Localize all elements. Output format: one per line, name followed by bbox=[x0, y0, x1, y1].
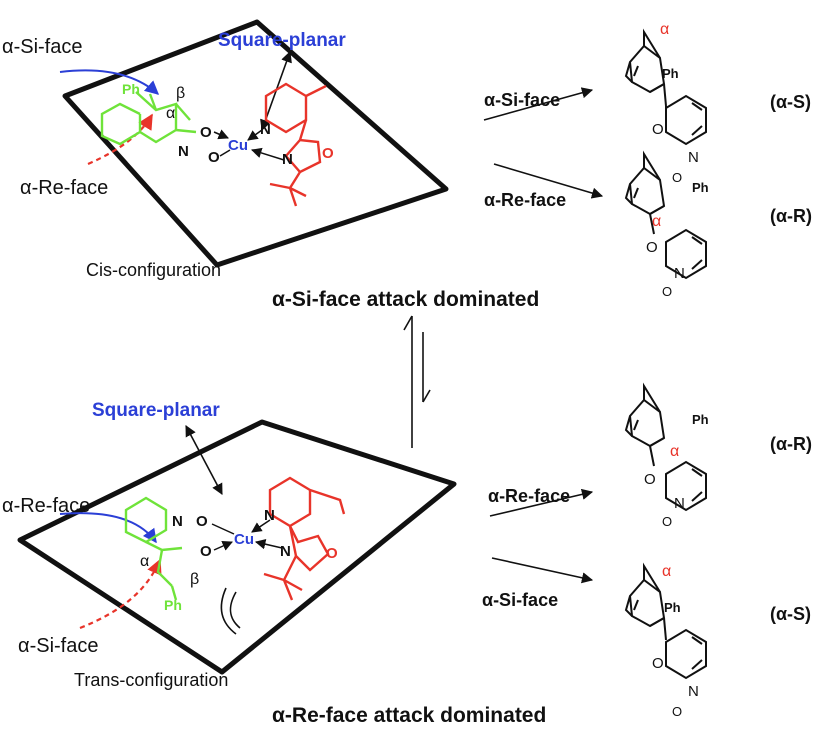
top-panel: Square-planar α-Si-face α-Re-face Ph β α… bbox=[2, 19, 539, 311]
product-2-no: O bbox=[662, 284, 672, 299]
bottom-conclusion: α-Re-face attack dominated bbox=[272, 704, 546, 727]
top-nox-cu-bond bbox=[250, 147, 285, 161]
path-4-arrow bbox=[491, 557, 594, 584]
top-si-face-label: α-Si-face bbox=[2, 36, 82, 58]
bottom-carbonyl-o: O bbox=[200, 543, 212, 560]
bottom-nox-cu-bond bbox=[254, 539, 283, 550]
top-cu-label: Cu bbox=[228, 137, 248, 154]
product-1-molecule bbox=[625, 31, 707, 145]
top-alpha-label: α bbox=[166, 105, 175, 122]
top-configuration-label: Cis-configuration bbox=[86, 260, 221, 280]
product-4-molecule bbox=[625, 565, 707, 679]
product-1-ph: Ph bbox=[662, 66, 679, 81]
product-4-n: N bbox=[688, 683, 699, 700]
bottom-geometry-arrow bbox=[185, 425, 223, 495]
product-path-2: α-Re-face Ph α O N O (α-R) bbox=[484, 153, 812, 299]
bottom-o2-cu-bond bbox=[213, 541, 233, 551]
product-4-alpha: α bbox=[662, 563, 671, 580]
product-2-o: O bbox=[646, 239, 658, 256]
product-3-alpha: α bbox=[670, 443, 679, 460]
bottom-ph-label: Ph bbox=[164, 597, 182, 613]
top-oxazoline-n: N bbox=[282, 151, 293, 168]
path-3-arrow bbox=[489, 488, 594, 517]
path-2-label: α-Re-face bbox=[484, 190, 566, 210]
product-3-o: O bbox=[644, 471, 656, 488]
top-carbonyl-o: O bbox=[200, 124, 212, 141]
bottom-o-cu-bond bbox=[211, 523, 235, 535]
top-coordination-plane bbox=[62, 19, 449, 268]
bottom-re-attack-arrow bbox=[59, 512, 157, 544]
bottom-si-face-label: α-Si-face bbox=[18, 635, 98, 657]
top-substrate bbox=[100, 91, 197, 146]
product-2-config: (α-R) bbox=[770, 206, 812, 226]
top-re-face-label: α-Re-face bbox=[20, 177, 108, 199]
bottom-n-oxide-o: O bbox=[196, 513, 208, 530]
path-3-label: α-Re-face bbox=[488, 486, 570, 506]
product-3-no: O bbox=[662, 514, 672, 529]
bottom-n-oxide-n: N bbox=[172, 513, 183, 530]
product-2-ph: Ph bbox=[692, 180, 709, 195]
product-2-n: N bbox=[674, 265, 685, 282]
product-1-n: N bbox=[688, 149, 699, 166]
product-path-4: α-Si-face α Ph O N O (α-S) bbox=[482, 557, 811, 719]
bottom-ligand bbox=[263, 476, 346, 601]
bottom-oxazoline-n: N bbox=[280, 543, 291, 560]
bottom-beta-label: β bbox=[190, 571, 199, 588]
bottom-coordination-plane bbox=[17, 419, 457, 675]
bottom-geometry-label: Square-planar bbox=[92, 400, 220, 421]
product-4-no: O bbox=[672, 704, 682, 719]
top-pyridine-n: N bbox=[260, 121, 271, 138]
steric-clash-mark-2 bbox=[229, 591, 241, 629]
top-n-oxide-n: N bbox=[178, 143, 189, 160]
top-o2-cu-bond bbox=[219, 149, 231, 157]
bottom-configuration-label: Trans-configuration bbox=[74, 670, 228, 690]
bottom-re-face-label: α-Re-face bbox=[2, 495, 90, 517]
top-re-attack-arrow bbox=[87, 113, 153, 166]
top-si-attack-arrow bbox=[59, 69, 160, 95]
top-ligand bbox=[264, 82, 327, 207]
product-path-1: α-Si-face α Ph O N O (α-S) bbox=[483, 21, 811, 185]
top-beta-label: β bbox=[176, 85, 185, 102]
product-1-config: (α-S) bbox=[770, 92, 811, 112]
product-3-n: N bbox=[674, 495, 685, 512]
top-geometry-label: Square-planar bbox=[218, 30, 346, 51]
product-1-no: O bbox=[672, 170, 682, 185]
product-4-config: (α-S) bbox=[770, 604, 811, 624]
product-4-ph: Ph bbox=[664, 600, 681, 615]
bottom-alpha-label: α bbox=[140, 553, 149, 570]
bottom-npy-cu-bond bbox=[251, 519, 271, 533]
bottom-substrate bbox=[124, 496, 183, 601]
top-o-cu-bond bbox=[213, 129, 229, 140]
equilibrium-arrows bbox=[403, 315, 431, 448]
path-1-arrow bbox=[483, 87, 594, 121]
product-path-3: α-Re-face Ph α O N O (α-R) bbox=[488, 385, 812, 529]
product-3-config: (α-R) bbox=[770, 434, 812, 454]
top-ph-label: Ph bbox=[122, 81, 140, 97]
steric-clash-mark-1 bbox=[220, 587, 237, 635]
bottom-cu-label: Cu bbox=[234, 531, 254, 548]
product-2-molecule bbox=[625, 153, 707, 279]
top-n-oxide-o: O bbox=[208, 149, 220, 166]
path-2-arrow bbox=[493, 163, 604, 199]
bottom-si-attack-arrow bbox=[79, 558, 162, 630]
bottom-oxazoline-o: O bbox=[326, 545, 338, 562]
path-1-label: α-Si-face bbox=[484, 90, 560, 110]
top-conclusion: α-Si-face attack dominated bbox=[272, 288, 539, 311]
bottom-panel: Square-planar α-Re-face α-Si-face α β Ph… bbox=[2, 400, 546, 727]
product-3-ph: Ph bbox=[692, 412, 709, 427]
path-4-label: α-Si-face bbox=[482, 590, 558, 610]
product-2-alpha: α bbox=[652, 213, 661, 230]
top-oxazoline-o: O bbox=[322, 145, 334, 162]
product-4-o: O bbox=[652, 655, 664, 672]
top-npy-cu-bond bbox=[247, 129, 263, 141]
product-1-o: O bbox=[652, 121, 664, 138]
bottom-pyridine-n: N bbox=[264, 507, 275, 524]
product-3-molecule bbox=[625, 385, 707, 511]
product-1-alpha: α bbox=[660, 21, 669, 38]
